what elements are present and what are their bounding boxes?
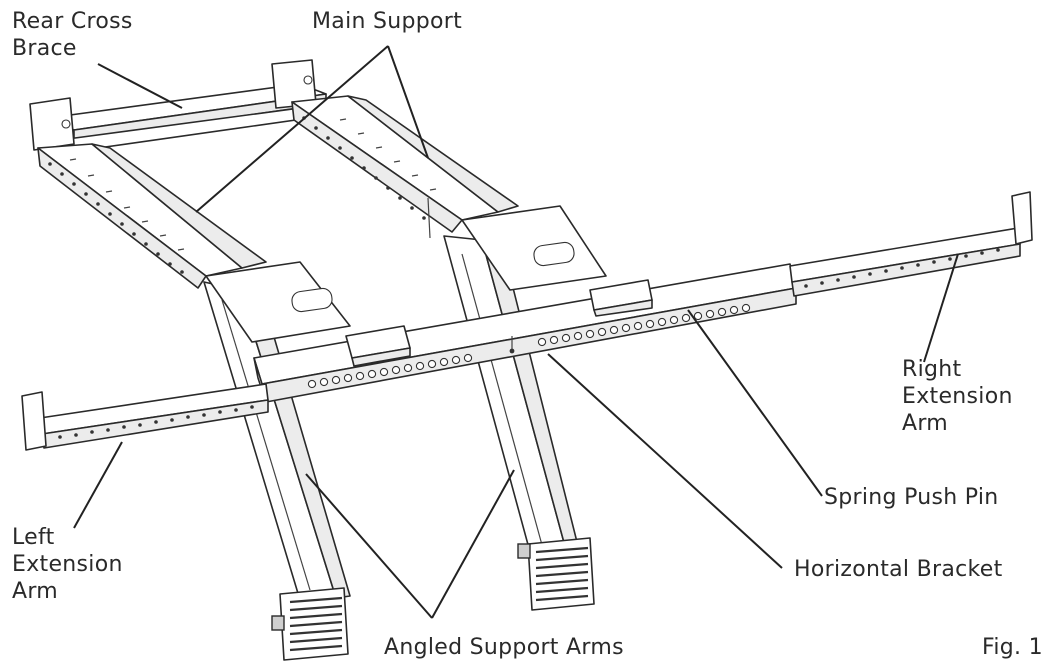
label-rear-cross-brace-line2: Brace	[12, 36, 77, 61]
main-support-left	[37, 143, 267, 289]
foot-pad-right	[517, 537, 595, 611]
main-support-left-ticks	[69, 158, 185, 251]
label-right-extension-arm-line1: Right	[902, 357, 962, 382]
label-main-support: Main Support	[312, 8, 462, 35]
mount-plate-left	[205, 261, 351, 343]
main-support-right	[291, 95, 519, 239]
label-main-support-text: Main Support	[312, 9, 463, 34]
label-right-extension-arm-line2: Extension	[902, 384, 1013, 409]
horizontal-bracket-holes	[307, 303, 751, 389]
label-spring-push-pin-text: Spring Push Pin	[824, 485, 999, 510]
label-left-extension-arm-line3: Arm	[12, 579, 59, 604]
leader-spring-push-pin	[687, 309, 823, 497]
label-left-extension-arm-line2: Extension	[12, 552, 123, 577]
leader-lines	[73, 45, 959, 619]
leader-right-extension-arm	[923, 253, 959, 363]
label-figure-number-text: Fig. 1	[982, 635, 1043, 660]
label-spring-push-pin: Spring Push Pin	[824, 484, 999, 511]
leader-angled-support-arms-b	[431, 469, 515, 619]
left-extension-arm-holes	[58, 405, 254, 439]
label-right-extension-arm-line3: Arm	[902, 411, 949, 436]
horizontal-bracket	[253, 263, 797, 403]
left-extension-arm	[21, 383, 269, 451]
label-right-extension-arm: Right Extension Arm	[902, 356, 1013, 437]
leader-main-support-b	[387, 45, 429, 159]
right-extension-arm-holes	[804, 248, 1000, 288]
label-horizontal-bracket-text: Horizontal Bracket	[794, 557, 1003, 582]
label-angled-support-arms: Angled Support Arms	[384, 634, 624, 661]
main-support-right-holes	[302, 116, 426, 220]
leader-left-extension-arm	[73, 441, 123, 529]
leader-rear-cross-brace	[97, 63, 183, 109]
leader-angled-support-arms-a	[305, 473, 433, 619]
foot-pad-left	[271, 587, 349, 661]
label-left-extension-arm: Left Extension Arm	[12, 524, 123, 605]
label-rear-cross-brace-line1: Rear Cross	[12, 9, 133, 34]
main-support-right-ticks	[339, 118, 437, 191]
leader-main-support-a	[195, 45, 389, 213]
label-left-extension-arm-line1: Left	[12, 525, 55, 550]
label-angled-support-arms-text: Angled Support Arms	[384, 635, 624, 660]
mount-plate-right	[461, 205, 607, 291]
spring-push-pin	[509, 336, 515, 354]
main-support-left-holes	[48, 162, 184, 274]
label-figure-number: Fig. 1	[982, 634, 1043, 661]
leader-horizontal-bracket	[547, 353, 783, 569]
label-horizontal-bracket: Horizontal Bracket	[794, 556, 1003, 583]
label-rear-cross-brace: Rear Cross Brace	[12, 8, 133, 62]
right-extension-arm	[789, 191, 1033, 297]
